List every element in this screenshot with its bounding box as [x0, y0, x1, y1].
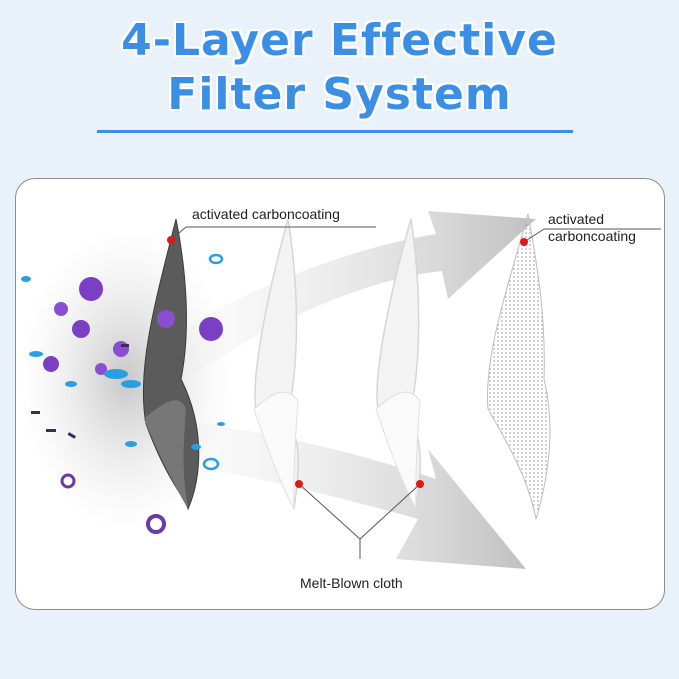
marker-meltblown-1: [295, 480, 303, 488]
label-right-carbon-line2: carboncoating: [548, 228, 636, 244]
particle-blue: [121, 380, 141, 388]
particle-blue: [29, 351, 43, 357]
particle-purple: [157, 310, 175, 328]
title-underline: [97, 130, 573, 133]
airflow-arrows: [166, 211, 536, 569]
leader-meltblown-1: [298, 483, 361, 540]
title-line-1: 4-Layer Effective: [121, 15, 558, 66]
filter-layers-illustration: [21, 211, 661, 569]
marker-right-carbon: [520, 238, 528, 246]
particle-purple: [60, 473, 76, 489]
particle-blue: [208, 253, 224, 265]
layer-carbon-front-fold: [144, 400, 188, 509]
particle-blue: [202, 457, 220, 471]
label-meltblown: Melt-Blown cloth: [300, 575, 403, 591]
particle-blue: [125, 441, 137, 447]
particle-purple: [95, 363, 107, 375]
particle-purple: [43, 356, 59, 372]
label-right-carbon-line1: activated: [548, 211, 605, 227]
particle-dark: [67, 432, 76, 439]
markers: [167, 226, 661, 559]
layer-meltblown-1-fold: [253, 391, 299, 510]
airflow-arrow-lower: [166, 419, 526, 569]
particle-blue: [217, 422, 225, 426]
title-line-2: Filter System: [167, 69, 512, 120]
particle-purple: [54, 302, 68, 316]
particle-dark: [46, 429, 56, 432]
particle-purple: [113, 341, 129, 357]
layer-carbon-back: [487, 213, 551, 520]
airflow-arrow-upper: [166, 211, 536, 379]
page-title: 4-Layer Effective Filter System: [0, 14, 679, 122]
particle-purple: [72, 320, 90, 338]
particle-dark: [121, 344, 129, 347]
label-left-carbon: activated carboncoating: [192, 206, 340, 222]
particle-purple: [199, 317, 223, 341]
particle-blue: [104, 369, 128, 379]
particle-dark: [31, 411, 40, 414]
layer-meltblown-2-fold: [375, 391, 421, 510]
filter-diagram-panel: activated carboncoating activated carbon…: [15, 178, 665, 610]
dust-cloud: [21, 229, 231, 529]
particle-blue: [65, 381, 77, 387]
marker-meltblown-2: [416, 480, 424, 488]
particle-purple: [146, 514, 166, 534]
particles: [21, 253, 225, 534]
particle-blue: [21, 276, 31, 282]
particle-blue: [191, 444, 201, 450]
particle-purple: [79, 277, 103, 301]
leader-meltblown-2: [359, 483, 421, 540]
marker-left-carbon: [167, 236, 175, 244]
